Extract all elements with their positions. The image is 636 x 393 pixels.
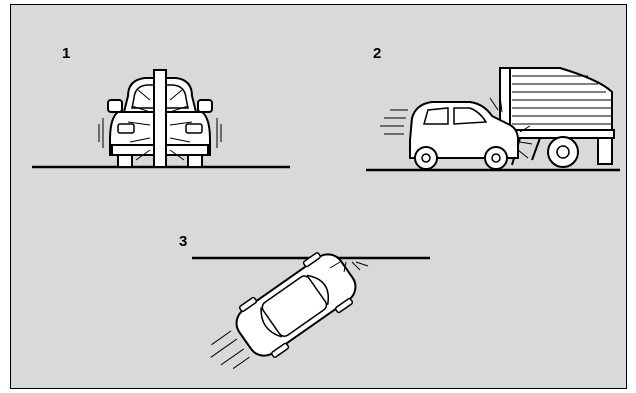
scenario-1-pole-impact bbox=[32, 70, 290, 167]
scenario-2-underride-impact bbox=[366, 68, 620, 170]
scenario-3-angled-wall-impact bbox=[192, 244, 430, 388]
car-top-view-icon bbox=[196, 244, 364, 388]
pole-icon bbox=[154, 70, 166, 167]
